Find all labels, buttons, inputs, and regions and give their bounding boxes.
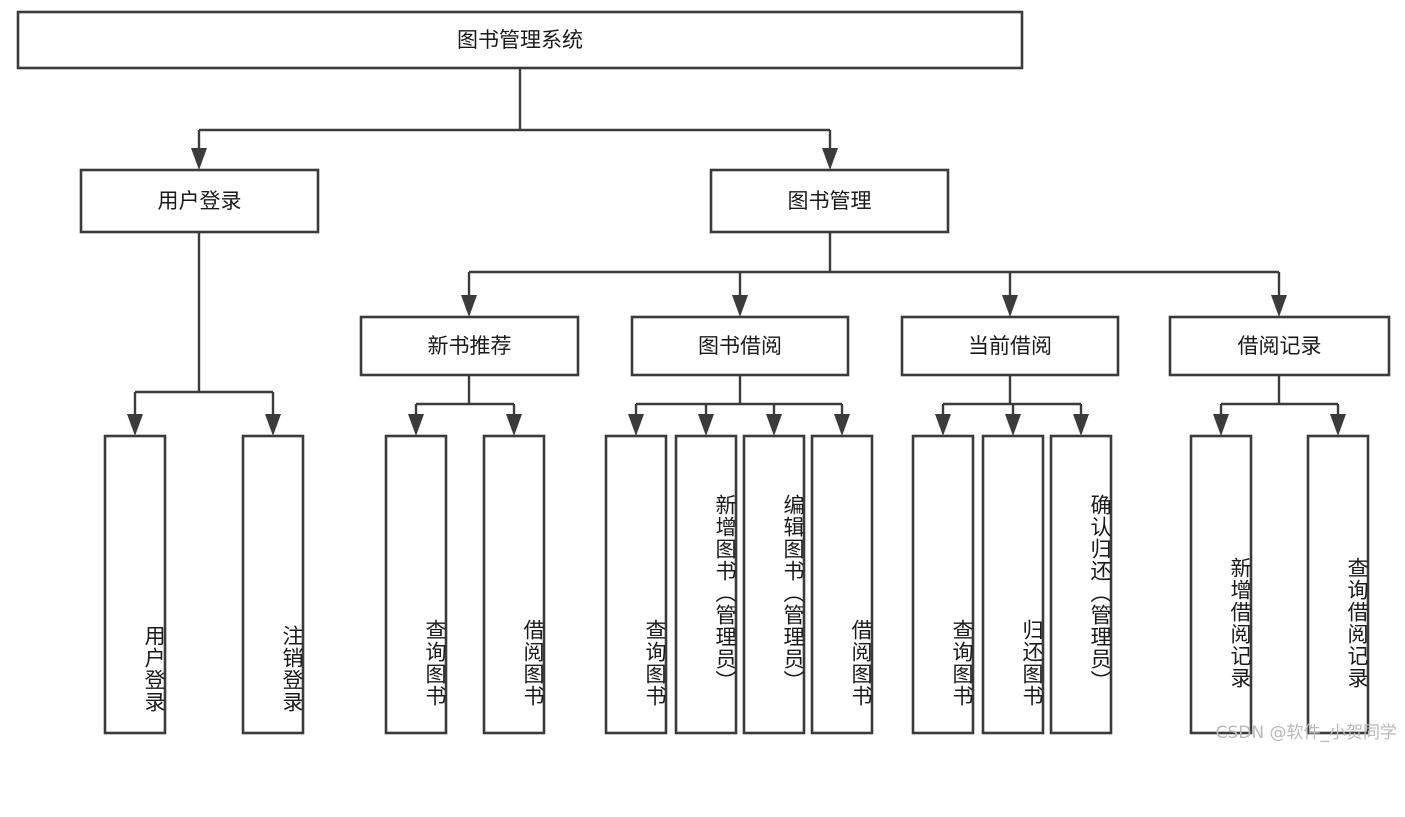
arrow-leaf-edit-book <box>766 414 782 436</box>
arrow-leaf-borrow-book-1 <box>506 414 522 436</box>
arrow-current-borrow <box>1002 295 1018 317</box>
node-box-leaf-borrow-book-1[interactable] <box>482 434 546 735</box>
node-box-borrow-record[interactable] <box>1168 315 1391 377</box>
node-box-leaf-query-book-1[interactable] <box>384 434 448 735</box>
node-box-root[interactable] <box>16 10 1024 70</box>
node-label-borrow-record: 借阅记录 <box>1238 334 1322 358</box>
arrow-borrow-record <box>1271 295 1287 317</box>
arrow-book-manage <box>822 148 838 170</box>
node-label-current-borrow: 当前借阅 <box>968 334 1052 358</box>
node-label-book-manage: 图书管理 <box>788 189 872 213</box>
arrow-leaf-borrow-book-2 <box>834 414 850 436</box>
node-box-leaf-add-book[interactable] <box>674 434 738 735</box>
node-label-user-login: 用户登录 <box>158 189 242 213</box>
node-box-leaf-add-record[interactable] <box>1189 434 1253 735</box>
node-box-leaf-query-record[interactable] <box>1306 434 1370 735</box>
arrow-leaf-user-login <box>127 414 143 436</box>
node-box-leaf-return-book[interactable] <box>981 434 1045 735</box>
node-label-root: 图书管理系统 <box>457 28 583 52</box>
node-box-book-manage[interactable] <box>709 168 950 234</box>
node-box-current-borrow[interactable] <box>900 315 1120 377</box>
node-label-book-borrow: 图书借阅 <box>698 334 782 358</box>
arrow-leaf-return-book <box>1005 414 1021 436</box>
node-box-leaf-edit-book[interactable] <box>742 434 806 735</box>
arrow-leaf-query-book-1 <box>408 414 424 436</box>
node-box-user-login[interactable] <box>79 168 320 234</box>
arrow-leaf-logout <box>265 414 281 436</box>
arrow-user-login <box>191 148 207 170</box>
node-box-leaf-logout[interactable] <box>241 434 305 735</box>
arrow-leaf-query-book-3 <box>935 414 951 436</box>
arrow-leaf-confirm-return <box>1073 414 1089 436</box>
csdn-watermark: CSDN @软件_小贺同学 <box>1215 723 1397 743</box>
edges-group <box>127 68 1346 436</box>
flowchart-canvas: 图书管理系统 用户登录 图书管理 新书推荐 图书借阅 当前借阅 借阅记录 <box>16 10 1397 743</box>
arrow-leaf-add-record <box>1213 414 1229 436</box>
node-box-leaf-query-book-2[interactable] <box>604 434 668 735</box>
arrow-leaf-add-book <box>698 414 714 436</box>
node-box-leaf-user-login[interactable] <box>103 434 167 735</box>
node-box-leaf-query-book-3[interactable] <box>911 434 975 735</box>
nodes-group: 图书管理系统 用户登录 图书管理 新书推荐 图书借阅 当前借阅 借阅记录 <box>16 10 1391 735</box>
arrow-book-borrow <box>732 295 748 317</box>
flowchart-svg: 图书管理系统 用户登录 图书管理 新书推荐 图书借阅 当前借阅 借阅记录 <box>16 10 1391 735</box>
node-label-new-book-rec: 新书推荐 <box>428 334 512 358</box>
arrow-leaf-query-book-2 <box>628 414 644 436</box>
node-box-leaf-borrow-book-2[interactable] <box>810 434 874 735</box>
node-box-new-book-rec[interactable] <box>359 315 580 377</box>
node-box-leaf-confirm-return[interactable] <box>1049 434 1113 735</box>
arrow-leaf-query-record <box>1330 414 1346 436</box>
node-box-book-borrow[interactable] <box>630 315 850 377</box>
arrow-new-book-rec <box>461 295 477 317</box>
